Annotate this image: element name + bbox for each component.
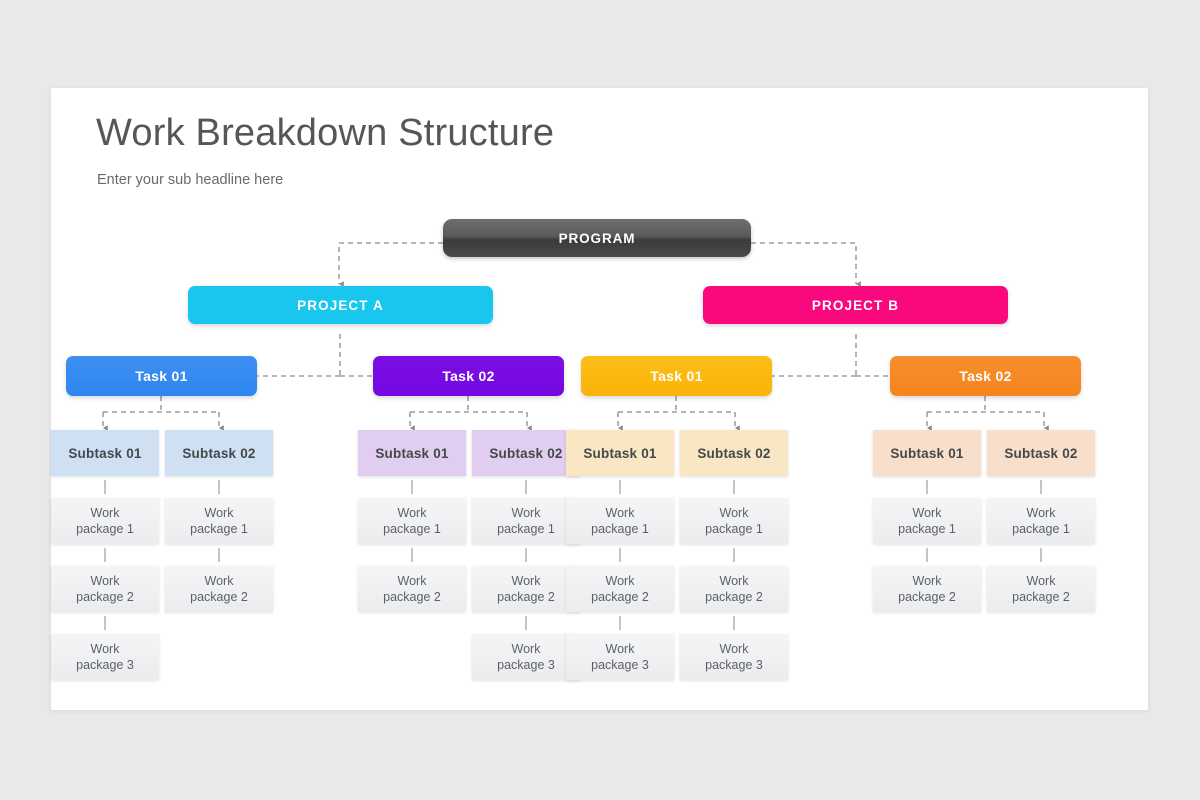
subtask-node-3[interactable]: Subtask 01 xyxy=(358,430,466,476)
project-node-2[interactable]: PROJECT B xyxy=(703,286,1008,324)
work-package-line-1: Work xyxy=(719,506,749,520)
subtask-node-5-label: Subtask 01 xyxy=(583,445,657,461)
work-package-node[interactable]: Work package 1 xyxy=(680,498,788,544)
work-package-node[interactable]: Work package 2 xyxy=(987,566,1095,612)
work-package-node[interactable]: Work package 1 xyxy=(51,498,159,544)
work-package-node[interactable]: Work package 3 xyxy=(472,634,580,680)
connector-lines xyxy=(102,242,1049,630)
work-package-line-2: package 1 xyxy=(705,522,763,536)
work-package-node[interactable]: Work package 3 xyxy=(680,634,788,680)
work-package-line-1: Work xyxy=(90,574,120,588)
work-package-line-2: package 1 xyxy=(76,522,134,536)
task-node-2-label: Task 02 xyxy=(442,368,495,384)
work-package-line-1: Work xyxy=(605,642,635,656)
project-node-2-label: PROJECT B xyxy=(811,297,900,313)
task-node-3[interactable]: Task 01 xyxy=(581,356,772,396)
work-package-node[interactable]: Work package 2 xyxy=(51,566,159,612)
project-node-1-label: PROJECT A xyxy=(297,297,384,313)
task-node-4[interactable]: Task 02 xyxy=(890,356,1081,396)
work-package-node[interactable]: Work package 2 xyxy=(680,566,788,612)
work-package-line-2: package 1 xyxy=(1012,522,1070,536)
task-node-1-label: Task 01 xyxy=(135,368,188,384)
work-package-line-1: Work xyxy=(912,574,942,588)
work-package-line-2: package 2 xyxy=(591,590,649,604)
work-package-line-2: package 2 xyxy=(76,590,134,604)
work-package-line-1: Work xyxy=(1026,574,1056,588)
work-package-node[interactable]: Work package 1 xyxy=(472,498,580,544)
work-package-line-1: Work xyxy=(511,506,541,520)
work-package-node[interactable]: Work package 1 xyxy=(987,498,1095,544)
subtask-node-6[interactable]: Subtask 02 xyxy=(680,430,788,476)
work-package-line-1: Work xyxy=(397,574,427,588)
work-package-line-2: package 1 xyxy=(591,522,649,536)
work-package-line-2: package 2 xyxy=(190,590,248,604)
work-package-node[interactable]: Work package 1 xyxy=(873,498,981,544)
task-node-2[interactable]: Task 02 xyxy=(373,356,564,396)
work-package-node[interactable]: Work package 3 xyxy=(566,634,674,680)
work-package-node[interactable]: Work package 2 xyxy=(566,566,674,612)
work-package-line-2: package 2 xyxy=(497,590,555,604)
work-package-node[interactable]: Work package 2 xyxy=(165,566,273,612)
task-node-1[interactable]: Task 01 xyxy=(66,356,257,396)
work-package-line-1: Work xyxy=(397,506,427,520)
work-package-line-2: package 3 xyxy=(497,658,555,672)
subtask-node-1-label: Subtask 01 xyxy=(68,445,142,461)
work-package-line-1: Work xyxy=(605,506,635,520)
subtask-node-4-label: Subtask 02 xyxy=(489,445,563,461)
work-package-line-2: package 3 xyxy=(591,658,649,672)
work-package-line-2: package 3 xyxy=(705,658,763,672)
subtask-node-8-label: Subtask 02 xyxy=(1004,445,1078,461)
work-package-line-1: Work xyxy=(511,574,541,588)
subtask-node-3-label: Subtask 01 xyxy=(375,445,449,461)
work-package-line-2: package 2 xyxy=(898,590,956,604)
work-package-line-1: Work xyxy=(605,574,635,588)
work-package-node[interactable]: Work package 1 xyxy=(566,498,674,544)
subtask-node-2-label: Subtask 02 xyxy=(182,445,256,461)
work-package-line-1: Work xyxy=(204,574,234,588)
work-package-line-1: Work xyxy=(719,574,749,588)
work-package-node[interactable]: Work package 1 xyxy=(165,498,273,544)
work-package-line-2: package 2 xyxy=(705,590,763,604)
subtask-node-2[interactable]: Subtask 02 xyxy=(165,430,273,476)
subtask-node-8[interactable]: Subtask 02 xyxy=(987,430,1095,476)
subtask-node-5[interactable]: Subtask 01 xyxy=(566,430,674,476)
subtask-node-7[interactable]: Subtask 01 xyxy=(873,430,981,476)
work-package-node[interactable]: Work package 2 xyxy=(472,566,580,612)
work-package-line-1: Work xyxy=(90,642,120,656)
work-package-line-1: Work xyxy=(719,642,749,656)
work-package-line-2: package 1 xyxy=(190,522,248,536)
project-node-1[interactable]: PROJECT A xyxy=(188,286,493,324)
task-node-4-label: Task 02 xyxy=(959,368,1012,384)
task-node-3-label: Task 01 xyxy=(650,368,703,384)
page-subtitle: Enter your sub headline here xyxy=(97,172,284,188)
work-package-line-1: Work xyxy=(912,506,942,520)
work-package-node[interactable]: Work package 2 xyxy=(358,566,466,612)
work-package-line-1: Work xyxy=(90,506,120,520)
work-package-line-2: package 3 xyxy=(76,658,134,672)
subtask-node-7-label: Subtask 01 xyxy=(890,445,964,461)
work-package-line-2: package 2 xyxy=(383,590,441,604)
wbs-diagram: PROGRAM PROJECT A PROJECT B Task 01 Task 02 T… xyxy=(51,88,1148,710)
work-package-line-2: package 2 xyxy=(1012,590,1070,604)
work-package-node[interactable]: Work package 3 xyxy=(51,634,159,680)
work-package-node[interactable]: Work package 2 xyxy=(873,566,981,612)
subtask-node-4[interactable]: Subtask 02 xyxy=(472,430,580,476)
work-package-line-2: package 1 xyxy=(898,522,956,536)
work-package-line-1: Work xyxy=(1026,506,1056,520)
work-package-line-1: Work xyxy=(511,642,541,656)
subtask-node-1[interactable]: Subtask 01 xyxy=(51,430,159,476)
program-node-label: PROGRAM xyxy=(558,230,636,246)
subtask-node-6-label: Subtask 02 xyxy=(697,445,771,461)
work-package-line-1: Work xyxy=(204,506,234,520)
work-package-line-2: package 1 xyxy=(497,522,555,536)
work-package-line-2: package 1 xyxy=(383,522,441,536)
program-node[interactable]: PROGRAM xyxy=(443,219,751,257)
work-package-node[interactable]: Work package 1 xyxy=(358,498,466,544)
page-title: Work Breakdown Structure xyxy=(96,112,555,154)
slide-card: Work Breakdown Structure Enter your sub … xyxy=(51,88,1148,710)
